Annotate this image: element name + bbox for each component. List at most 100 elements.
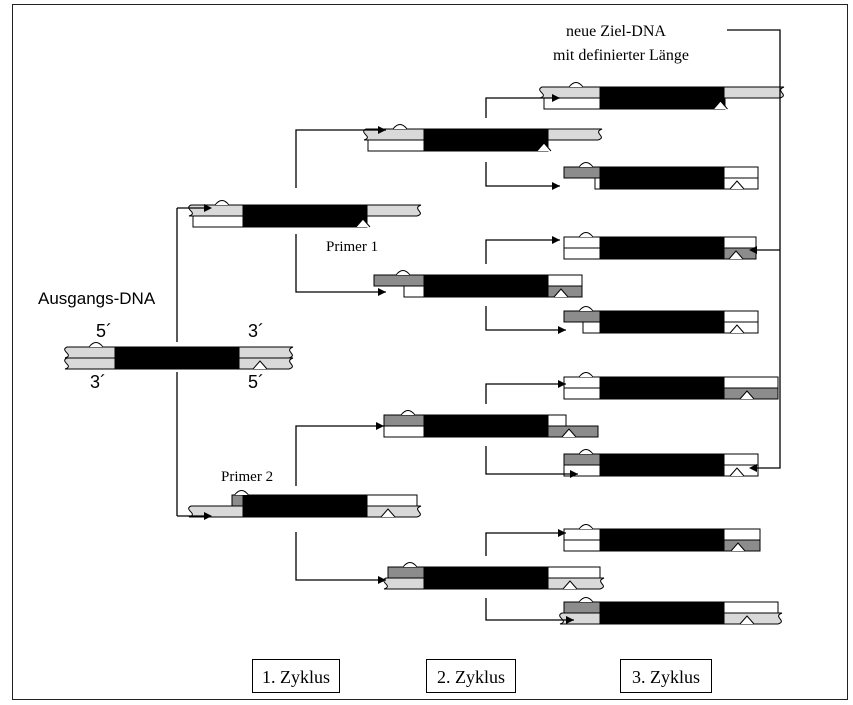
strand-segment	[600, 237, 724, 248]
strand-segment	[600, 454, 724, 465]
strand-segment	[724, 377, 778, 388]
target-dna-label-line2: mit definierter Länge	[553, 48, 689, 64]
cycle3-duplex-8	[560, 598, 782, 625]
c1top-branch-arrow-down	[378, 288, 386, 296]
cycle2-duplex-1	[364, 125, 602, 152]
primer-site-bump	[579, 307, 593, 312]
strand-segment	[600, 178, 724, 189]
strand-segment	[600, 540, 724, 551]
three-prime-top-label: 3´	[248, 322, 264, 340]
source-dna-duplex	[65, 343, 293, 370]
cycle1-duplex-bottom	[189, 491, 421, 518]
strand-segment	[564, 602, 600, 613]
strand-segment	[384, 426, 424, 437]
strand-segment	[65, 358, 115, 369]
c1bot-branch-line-up	[296, 426, 384, 486]
strand-segment	[424, 140, 548, 151]
strand-segment	[540, 87, 600, 98]
c2-2-branch-arrow-up	[552, 236, 560, 244]
primer-site-bump	[579, 450, 593, 455]
c2-4-branch-line-up	[486, 533, 566, 556]
cycle2-duplex-2	[374, 271, 582, 298]
primer-site-bump	[579, 163, 593, 168]
cycle3-duplex-6	[564, 450, 758, 477]
strand-segment	[368, 140, 424, 151]
strand-segment	[424, 567, 548, 578]
strand-segment	[65, 347, 115, 358]
strand-segment	[404, 286, 424, 297]
three-prime-bottom-label: 3´	[90, 373, 106, 391]
strand-segment	[388, 567, 424, 578]
cycle-3-box: 3. Zyklus	[620, 659, 712, 693]
strand-segment	[564, 311, 600, 322]
strand-segment	[424, 426, 548, 437]
strand-segment	[583, 322, 600, 333]
strand-segment	[374, 275, 424, 286]
strand-segment	[424, 578, 548, 589]
strand-segment	[600, 529, 724, 540]
strand-segment	[384, 415, 424, 426]
strand-segment	[424, 286, 548, 297]
strand-segment	[239, 347, 293, 358]
strand-segment	[243, 495, 367, 506]
strand-segment	[115, 347, 239, 358]
strand-segment	[189, 205, 243, 216]
strand-segment	[564, 454, 600, 465]
strand-segment	[564, 377, 600, 388]
strand-segment	[548, 129, 602, 140]
strand-segment	[424, 415, 548, 426]
strand-segment	[724, 167, 758, 178]
c2-1-branch-arrow-down	[552, 182, 560, 190]
primer-site-bump	[403, 563, 417, 568]
strand-segment	[243, 506, 367, 517]
c2-3-branch-line-up	[486, 384, 566, 404]
primer-site-bump	[215, 201, 229, 206]
c2-1-branch-line-down	[486, 162, 560, 186]
strand-segment	[424, 129, 548, 140]
strand-segment	[548, 567, 600, 578]
primer-site-bump	[579, 373, 593, 378]
strand-segment	[600, 377, 724, 388]
strand-segment	[724, 237, 756, 248]
strand-segment	[243, 216, 367, 227]
strand-segment	[193, 216, 243, 227]
primer-site-bump	[401, 411, 415, 416]
strand-segment	[367, 205, 421, 216]
target-dna-label-line1: neue Ziel-DNA	[566, 24, 666, 40]
five-prime-bottom-label: 5´	[248, 373, 264, 391]
strand-segment	[564, 248, 600, 259]
strand-segment	[564, 167, 600, 178]
strand-segment	[724, 602, 778, 613]
primer2-label: Primer 2	[221, 470, 273, 485]
strand-segment	[724, 529, 760, 540]
primer-site-bump	[569, 83, 583, 88]
cycle-1-box: 1. Zyklus	[252, 659, 340, 693]
c1bot-branch-line-down	[296, 532, 386, 580]
cycle3-duplex-3	[564, 233, 756, 260]
strand-segment	[724, 311, 758, 322]
strand-segment	[600, 602, 724, 613]
strand-segment	[600, 87, 724, 98]
cycle2-duplex-3	[384, 411, 598, 438]
primer-site-bump	[579, 598, 593, 603]
strand-segment	[600, 613, 724, 624]
cycle3-duplex-1	[540, 83, 784, 110]
cycle3-duplex-2	[564, 163, 758, 190]
strand-segment	[564, 237, 600, 248]
primer-site-bump	[579, 525, 593, 530]
strand-segment	[564, 388, 600, 399]
c2-2-branch-arrow-down	[558, 326, 566, 334]
source-dna-label: Ausgangs-DNA	[38, 290, 155, 307]
strand-segment	[424, 275, 548, 286]
primer1-label: Primer 1	[326, 240, 378, 255]
c2-2-branch-line-up	[486, 240, 560, 264]
strand-segment	[724, 454, 758, 465]
c2-2-branch-line-down	[486, 306, 566, 330]
strand-segment	[232, 495, 243, 506]
strand-segment	[600, 322, 724, 333]
cycle3-duplex-7	[564, 525, 760, 552]
strand-segment	[724, 87, 784, 98]
strand-segment	[600, 167, 724, 178]
strand-segment	[243, 205, 367, 216]
five-prime-top-label: 5´	[96, 322, 112, 340]
